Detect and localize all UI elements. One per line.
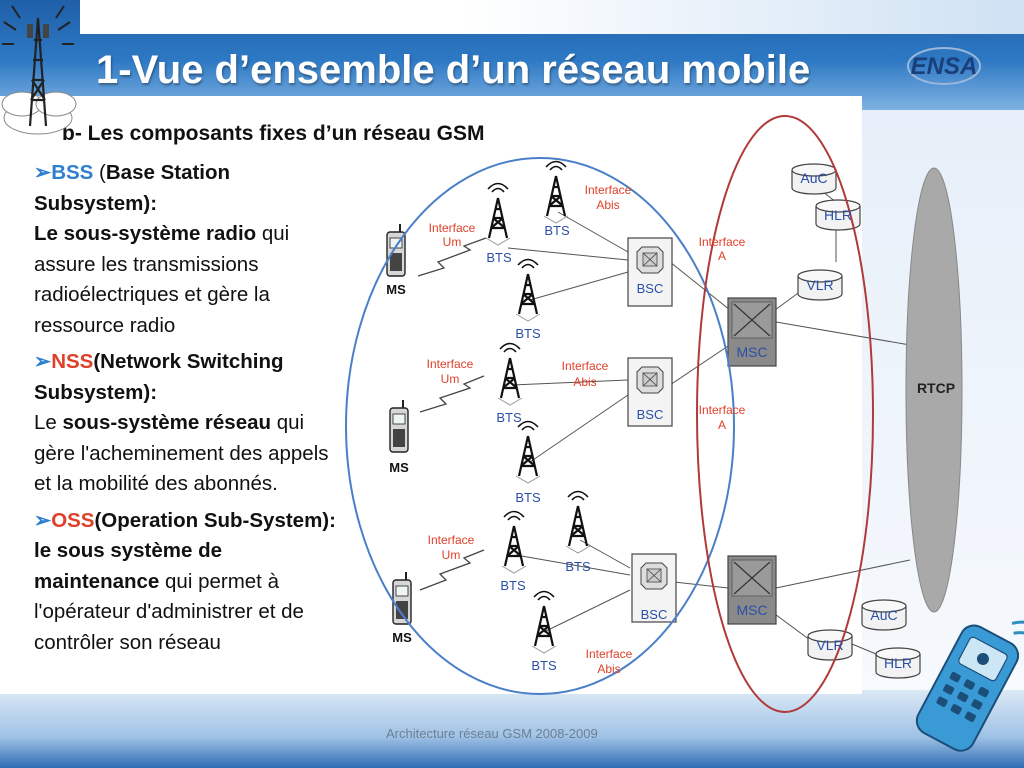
interface-label: Interface: [427, 357, 474, 371]
interface-label: Interface: [699, 403, 746, 417]
bss-title: Base Station Subsystem):: [34, 161, 231, 215]
logo-text: ENSA: [911, 53, 978, 80]
ms-label: MS: [392, 630, 412, 645]
bts-label: BTS: [500, 578, 526, 593]
ensa-logo: ENSA: [907, 47, 981, 85]
arrow-bullet-icon: ➢: [34, 508, 52, 532]
mobile-station-icon: [386, 223, 406, 277]
interface-label: Interface: [429, 221, 476, 235]
nss-desc-bold: sous-système réseau: [62, 411, 272, 434]
hlr-label: HLR: [884, 655, 912, 671]
bsc-label: BSC: [637, 281, 664, 296]
content-panel: [0, 96, 862, 694]
bts-label: BTS: [515, 326, 541, 341]
header-highlight: [80, 0, 1024, 34]
arrow-bullet-icon: ➢: [34, 161, 52, 184]
ms-label: MS: [389, 460, 409, 475]
bts-tower-icon: [530, 590, 558, 655]
vlr-label: VLR: [806, 277, 833, 293]
auc-label: AuC: [800, 170, 827, 186]
bss-desc: qui assure les transmissions radioélectr…: [34, 222, 290, 337]
interface-label: Interface: [586, 647, 633, 661]
bts-tower-icon: [542, 160, 570, 225]
bullet-bss: ➢BSS (Base Station Subsystem): Le sous-s…: [34, 158, 342, 341]
interface-abis-label: Abis: [597, 662, 620, 676]
oss-title: (Operation Sub-System): le sous système …: [34, 508, 336, 593]
interface-abis-label: Abis: [596, 198, 619, 212]
interface-um-label: Um: [443, 235, 462, 249]
bts-tower-icon: [500, 510, 528, 575]
mobile-station-icon: [389, 399, 409, 453]
node-labels: MS MS MS BTS BTS BTS BTS BTS BTS BTS BTS…: [386, 170, 912, 673]
oss-desc: qui permet à l'opérateur d'administrer e…: [34, 569, 304, 654]
slide-footer: Architecture réseau GSM 2008-2009: [386, 726, 598, 741]
interface-um-label: Um: [442, 548, 461, 562]
bts-label: BTS: [565, 559, 591, 574]
interface-label: Interface: [562, 359, 609, 373]
nss-ellipse: [696, 115, 874, 713]
radio-links: [417, 237, 487, 591]
acronym-nss: NSS: [51, 350, 94, 373]
hlr-label: HLR: [824, 207, 852, 223]
nss-desc: qui gère l'acheminement des appels et la…: [34, 411, 329, 495]
vlr-label: VLR: [816, 637, 843, 653]
bts-label: BTS: [531, 658, 557, 673]
interface-a-label: A: [718, 249, 726, 263]
msc-label: MSC: [736, 602, 767, 618]
rtcp-cloud: [905, 167, 963, 613]
antenna-mast-icon: [1, 5, 77, 135]
acronym-bss: BSS: [51, 161, 94, 184]
footer-band: [0, 690, 1024, 768]
arrow-bullet-icon: ➢: [34, 350, 52, 373]
bsc-label: BSC: [641, 607, 668, 622]
bss-desc-bold: Le sous-système radio: [34, 222, 257, 245]
interface-abis-label: Abis: [573, 375, 596, 389]
interface-labels: Interface Um Interface Abis Interface A …: [427, 183, 746, 676]
bts-tower-icon: [564, 490, 592, 555]
nss-desc-pre: Le: [34, 411, 63, 434]
ms-label: MS: [386, 282, 406, 297]
bullet-nss: ➢NSS(Network Switching Subsystem): Le so…: [34, 347, 342, 500]
bts-tower-icon: [484, 182, 512, 247]
rtcp-label: RTCP: [917, 380, 955, 396]
bts-label: BTS: [496, 410, 522, 425]
msc-label: MSC: [736, 344, 767, 360]
interface-label: Interface: [585, 183, 632, 197]
acronym-oss: OSS: [51, 508, 95, 532]
interface-label: Interface: [699, 235, 746, 249]
slide-title: 1-Vue d’ensemble d’un réseau mobile: [96, 48, 811, 92]
bullet-list: ➢BSS (Base Station Subsystem): Le sous-s…: [34, 158, 342, 664]
interface-um-label: Um: [441, 372, 460, 386]
mobile-station-icon: [392, 571, 412, 625]
nss-title: (Network Switching Subsystem):: [34, 350, 284, 404]
bsc-label: BSC: [637, 407, 664, 422]
bss-ellipse: [345, 157, 735, 695]
bts-label: BTS: [544, 223, 570, 238]
bts-label: BTS: [515, 490, 541, 505]
bts-tower-icon: [514, 258, 542, 323]
bss-paren: (: [93, 161, 106, 184]
bts-tower-icon: [514, 420, 542, 485]
bts-tower-icon: [496, 342, 524, 407]
slide-subtitle: b- Les composants fixes d’un réseau GSM: [62, 122, 485, 145]
interface-a-label: A: [718, 418, 726, 432]
mobile-phone-decoration-icon: [915, 620, 1024, 752]
bullet-oss: ➢OSS(Operation Sub-System): le sous syst…: [34, 506, 342, 659]
interface-label: Interface: [428, 533, 475, 547]
auc-label: AuC: [870, 607, 897, 623]
connection-lines: [507, 184, 911, 655]
bts-label: BTS: [486, 250, 512, 265]
